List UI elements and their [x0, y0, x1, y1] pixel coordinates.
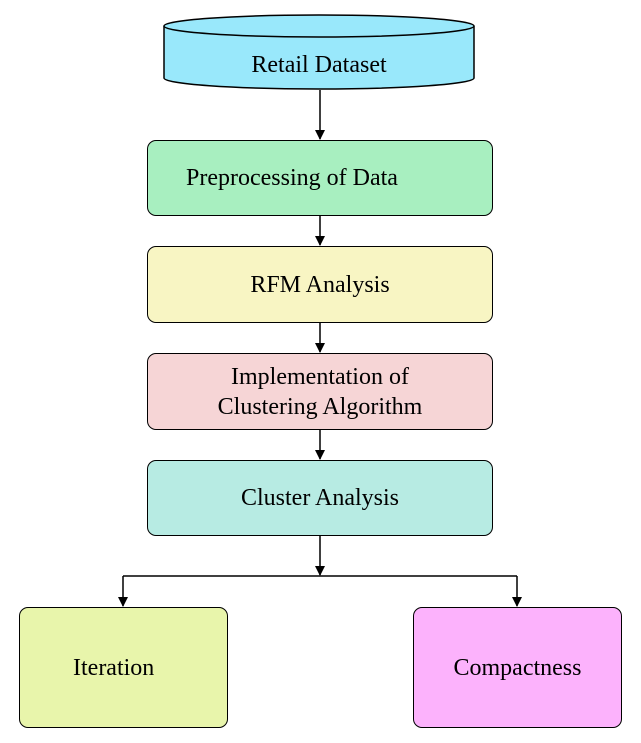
- implementation-node: Implementation of Clustering Algorithm: [147, 353, 493, 430]
- implementation-label-line2: Clustering Algorithm: [217, 393, 423, 420]
- cluster-analysis-node: Cluster Analysis: [147, 460, 493, 536]
- iteration-node: Iteration: [19, 607, 228, 728]
- implementation-label-line1: Implementation of: [231, 363, 409, 390]
- cluster-analysis-label: Cluster Analysis: [240, 485, 399, 511]
- rfm-analysis-node: RFM Analysis: [147, 246, 493, 323]
- compactness-label: Compactness: [453, 654, 582, 681]
- retail-dataset-label: Retail Dataset: [251, 51, 387, 78]
- compactness-node: Compactness: [413, 607, 622, 728]
- iteration-label: Iteration: [73, 654, 155, 681]
- database-cylinder-icon: [163, 14, 475, 90]
- preprocessing-node: Preprocessing of Data: [147, 140, 493, 216]
- preprocessing-label: Preprocessing of Data: [186, 165, 398, 191]
- rfm-analysis-label: RFM Analysis: [250, 271, 390, 298]
